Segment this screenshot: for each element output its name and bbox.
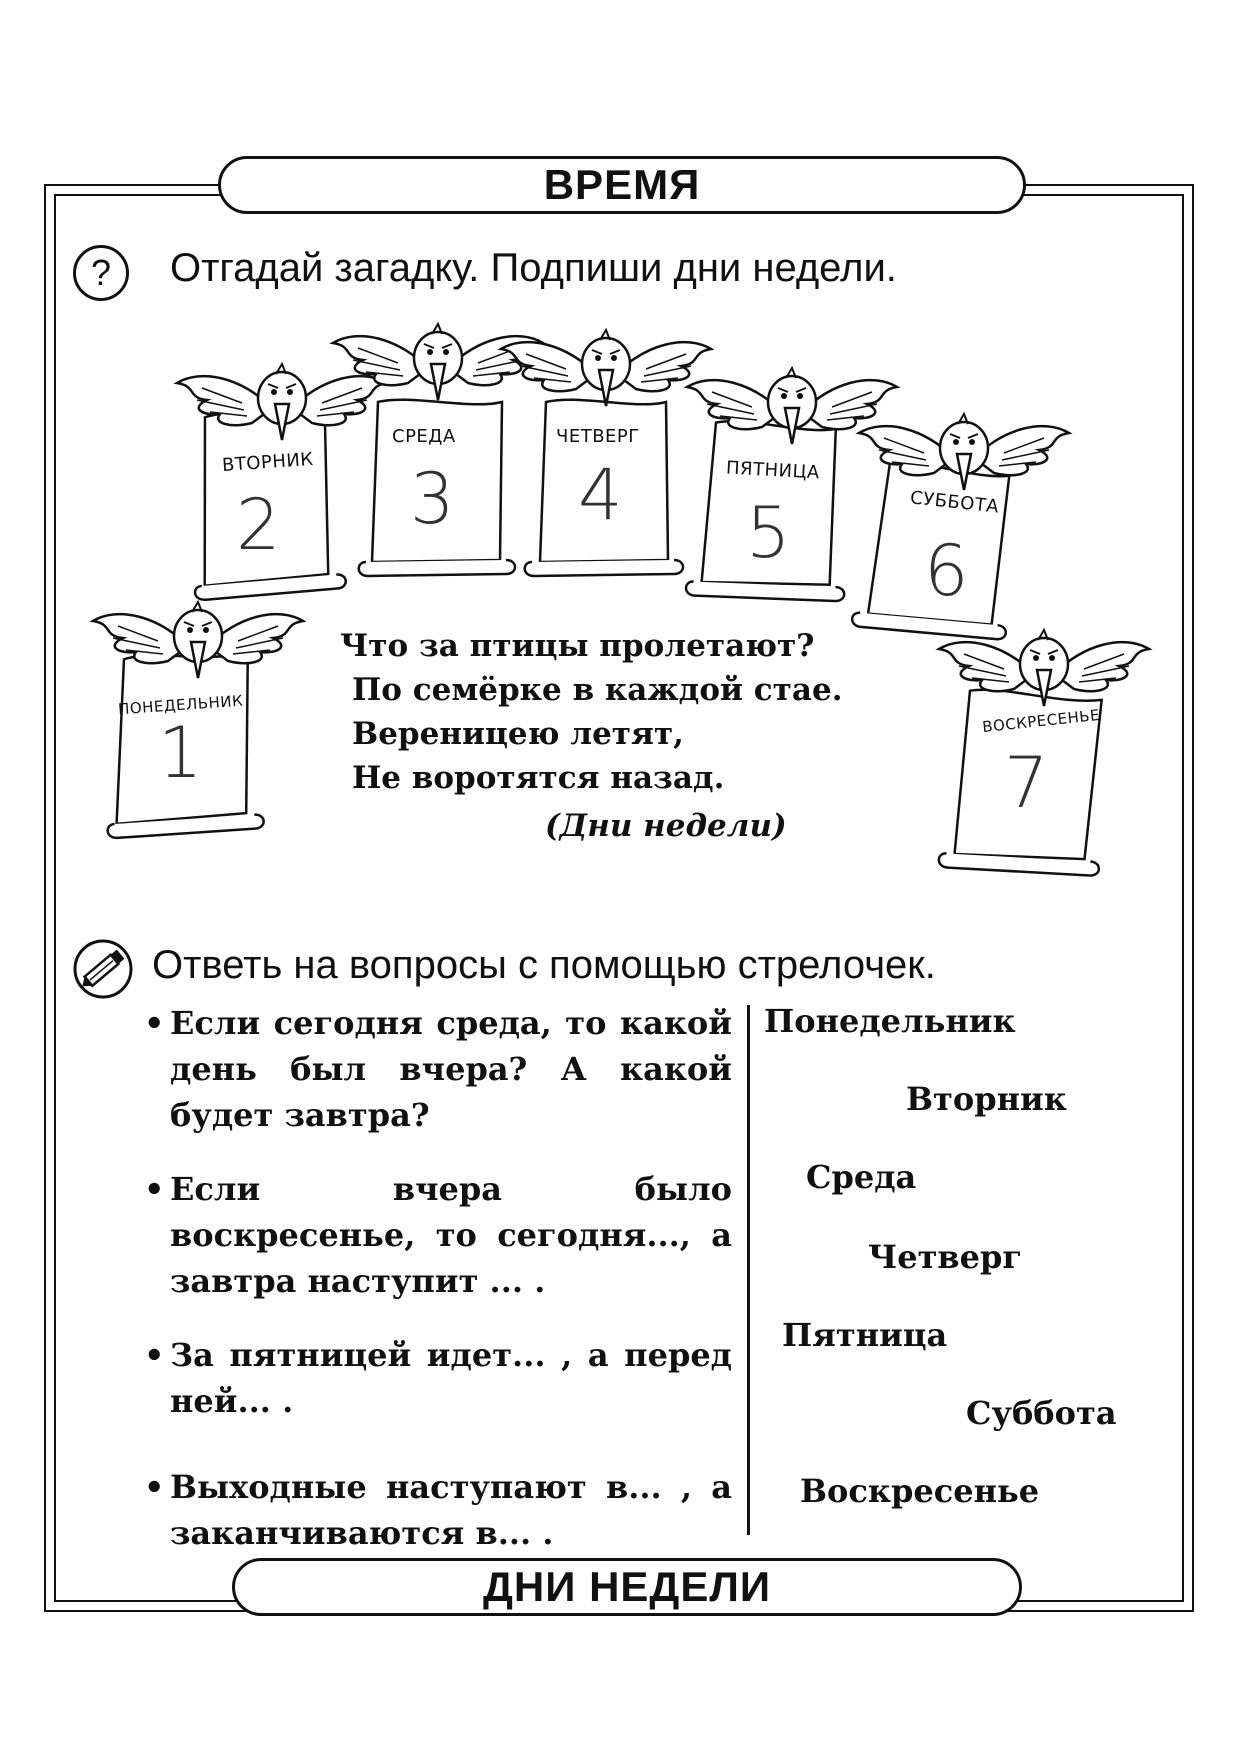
questions-list: Если сегодня среда, то какой день был вч… [140,1000,732,1584]
scroll-label-wednesday: СРЕДА [392,426,456,447]
scroll-label-thursday: ЧЕТВЕРГ [556,426,640,447]
task-2-heading: Ответь на вопросы с помощью стрелочек. [152,943,936,987]
day-tuesday[interactable]: Вторник [906,1080,1067,1118]
question-mark-icon: ? [73,245,129,301]
scroll-number-tuesday: 2 [236,484,281,566]
day-saturday[interactable]: Суббота [966,1394,1117,1432]
scroll-number-sunday: 7 [1004,742,1049,824]
question-item: Выходные наступают в... , а заканчиваютс… [140,1464,732,1556]
question-item: Если сегодня среда, то какой день был вч… [140,1000,732,1138]
scroll-number-thursday: 4 [578,454,623,536]
day-thursday[interactable]: Четверг [868,1238,1022,1276]
page-title: ВРЕМЯ [543,161,701,208]
page-title-banner: ВРЕМЯ [218,156,1026,214]
riddle-line: Не воротятся назад. [352,760,725,796]
scroll-number-saturday: 6 [924,530,969,612]
scroll-number-wednesday: 3 [410,458,455,540]
question-item: Если вчера было воскресенье, то сегодня.… [140,1166,732,1304]
day-sunday[interactable]: Воскресенье [800,1472,1040,1510]
day-monday[interactable]: Понедельник [764,1002,1016,1040]
pencil-icon [73,939,133,999]
question-item: За пятницей идет... , а перед ней... . [140,1332,732,1424]
task-1-heading: Отгадай загадку. Подпиши дни недели. [170,246,897,290]
day-friday[interactable]: Пятница [782,1316,948,1354]
riddle-answer: (Дни недели) [545,808,787,844]
riddle-line: Вереницею летят, [352,716,684,752]
scroll-number-friday: 5 [746,492,791,574]
column-divider [747,1005,750,1535]
riddle-text: Что за птицы пролетают? По семёрке в каж… [340,624,843,800]
page-footer-banner: ДНИ НЕДЕЛИ [232,1558,1022,1616]
day-wednesday[interactable]: Среда [806,1158,917,1196]
scroll-number-monday: 1 [158,712,203,794]
riddle-line: По семёрке в каждой стае. [352,672,843,708]
riddle-line: Что за птицы пролетают? [340,628,815,664]
page-footer-title: ДНИ НЕДЕЛИ [482,1563,772,1610]
